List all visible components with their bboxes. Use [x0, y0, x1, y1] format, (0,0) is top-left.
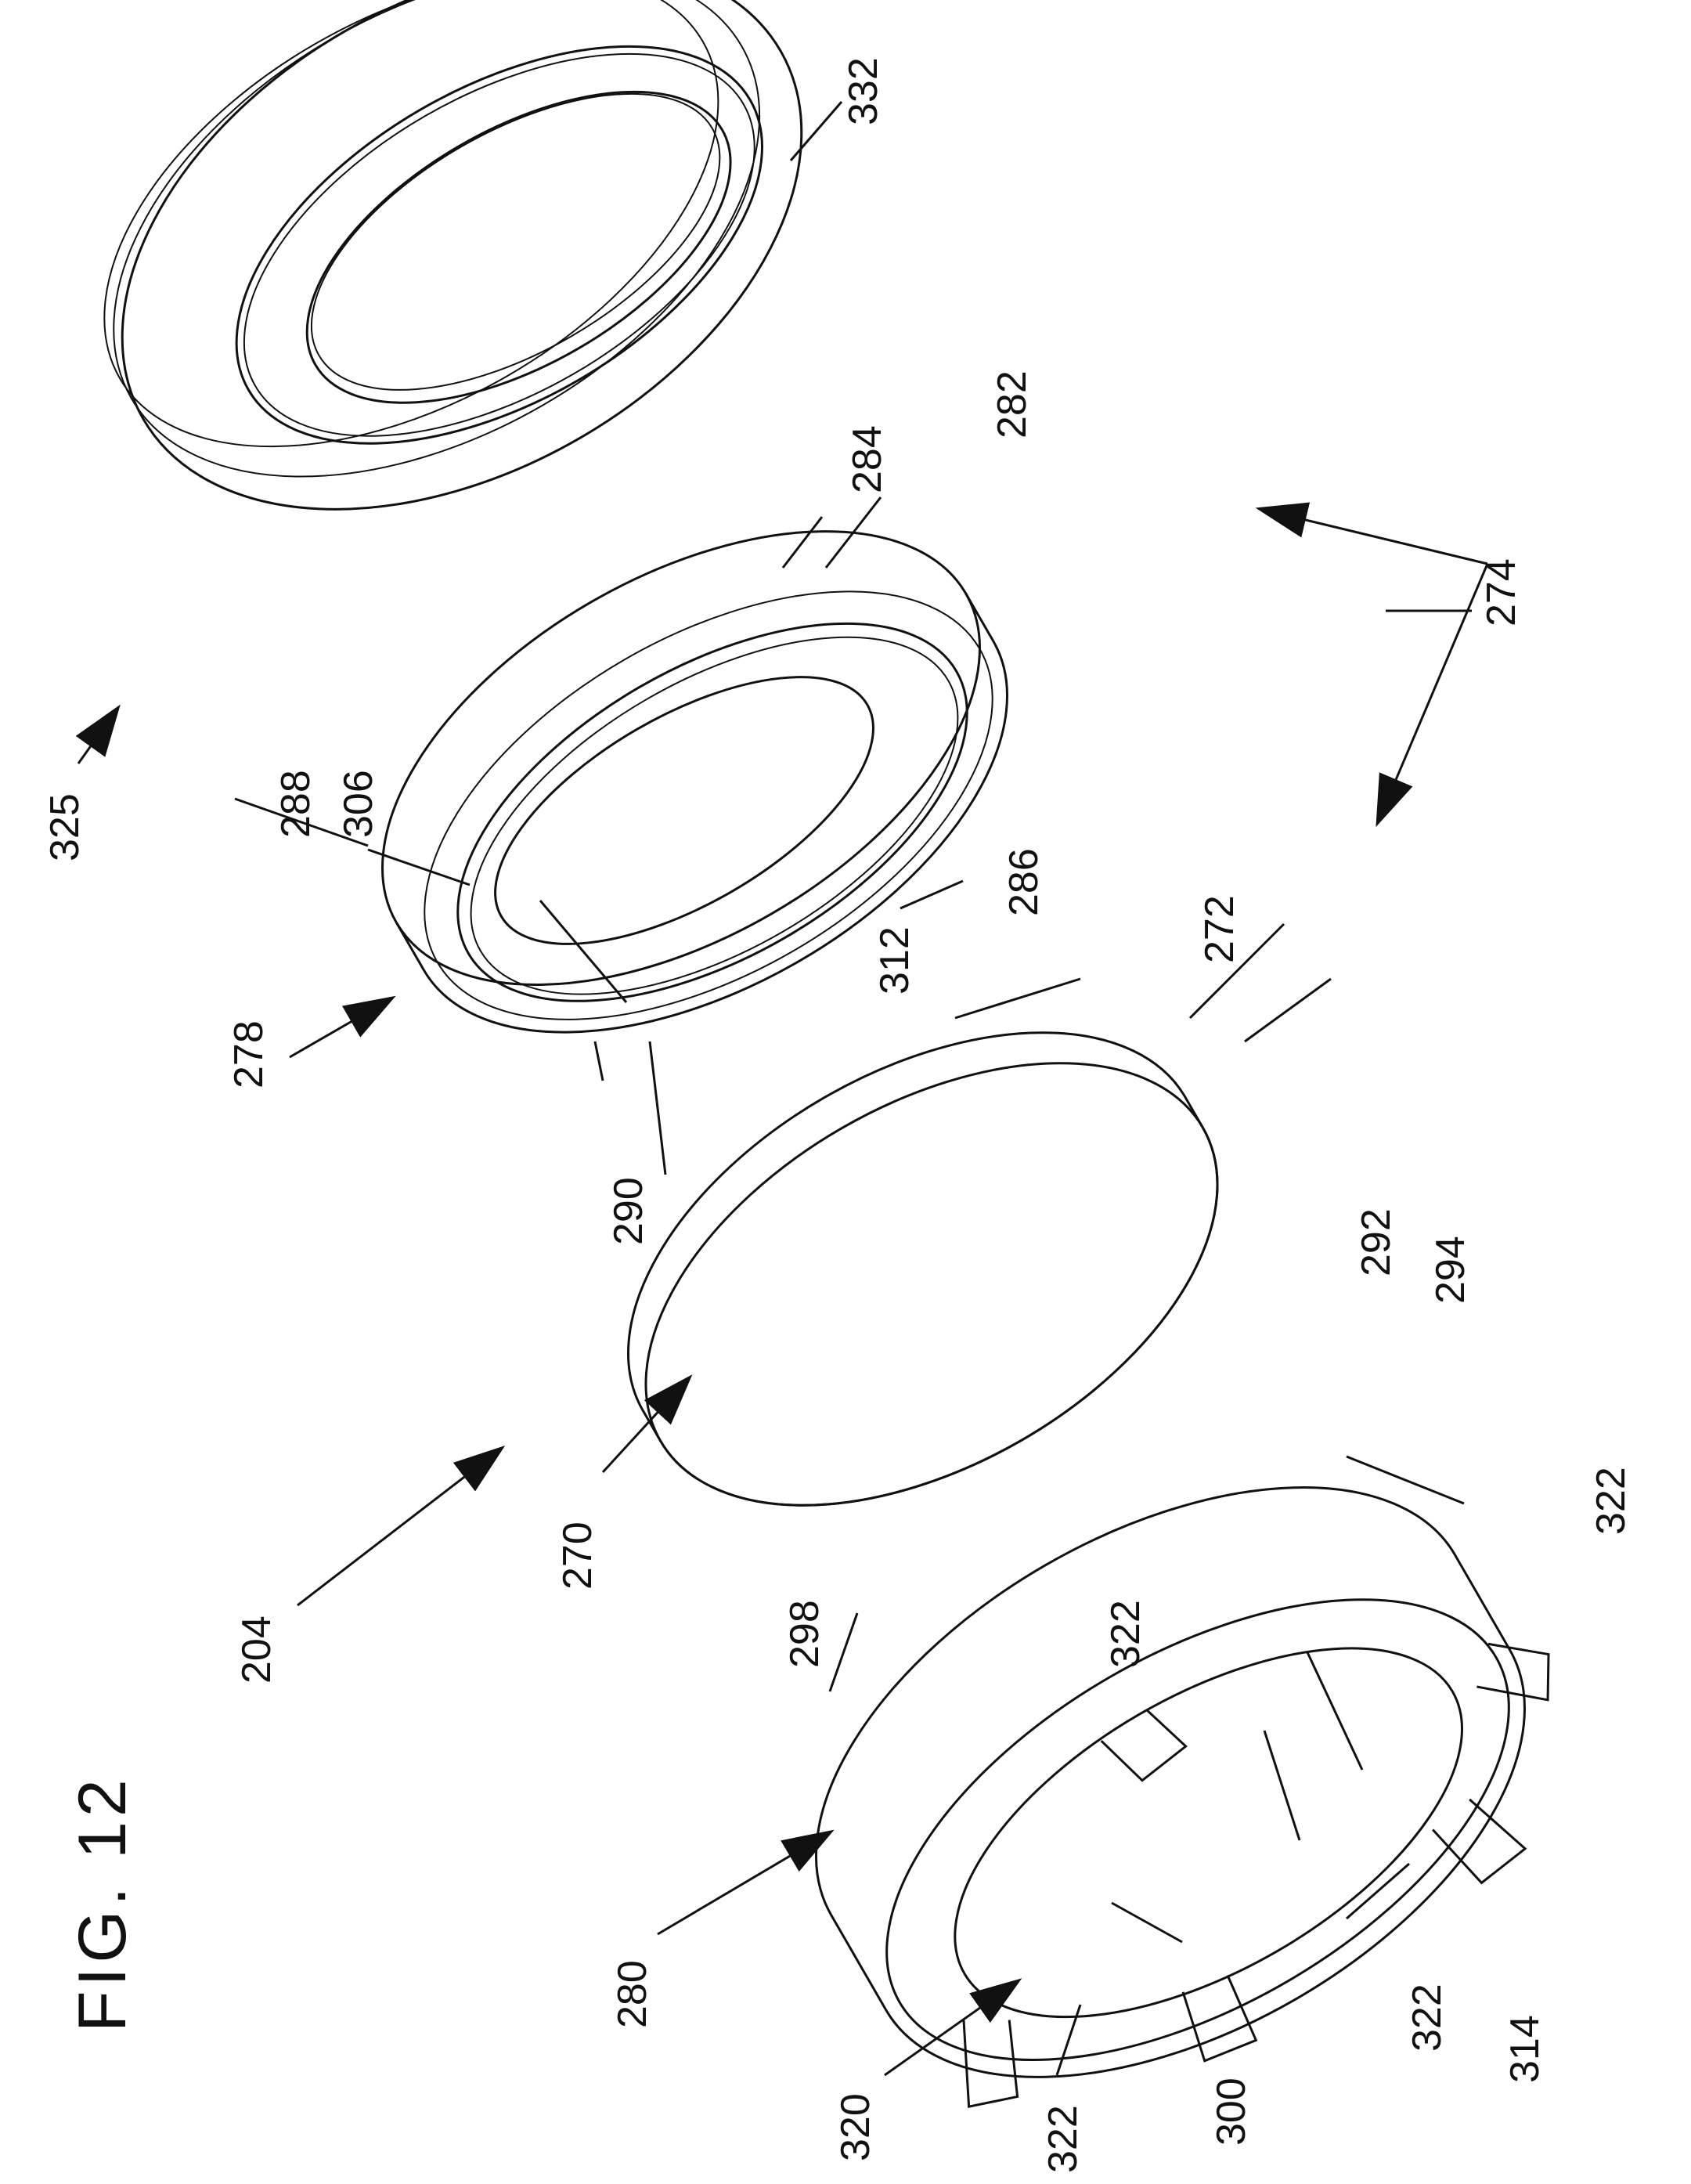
- label-312: 312: [872, 926, 918, 995]
- label-322-bottom-right: 322: [1404, 1984, 1450, 2052]
- upper-housing-278: [306, 438, 1083, 1126]
- label-320: 320: [833, 2093, 878, 2161]
- label-300: 300: [1209, 2078, 1254, 2146]
- label-286: 286: [1001, 848, 1047, 916]
- label-292: 292: [1354, 1208, 1399, 1276]
- label-294: 294: [1428, 1236, 1473, 1304]
- label-290: 290: [606, 1177, 651, 1245]
- label-322-bottom: 322: [1040, 2105, 1086, 2173]
- label-282: 282: [990, 370, 1035, 439]
- label-314: 314: [1502, 2015, 1548, 2083]
- label-284: 284: [845, 425, 890, 493]
- filter-pad-270: [553, 941, 1293, 1597]
- seal-ring-325: [23, 0, 898, 623]
- label-332: 332: [841, 57, 886, 125]
- labels: FIG. 12 332 325 284 282 274 288 306 286 …: [42, 57, 1634, 2173]
- label-278: 278: [226, 1020, 272, 1088]
- label-306: 306: [336, 770, 381, 838]
- figure-title: FIG. 12: [65, 1774, 140, 2032]
- label-270: 270: [555, 1522, 600, 1590]
- leader-lines: [235, 102, 1472, 2075]
- label-298: 298: [782, 1600, 827, 1668]
- arrows: [78, 509, 1487, 2075]
- label-322-right: 322: [1588, 1467, 1634, 1535]
- label-280: 280: [610, 1960, 655, 2028]
- label-288: 288: [273, 770, 319, 838]
- label-204: 204: [234, 1615, 279, 1684]
- label-322-center: 322: [1103, 1600, 1148, 1668]
- label-325: 325: [42, 793, 88, 861]
- label-274: 274: [1479, 558, 1524, 626]
- label-272: 272: [1197, 895, 1242, 963]
